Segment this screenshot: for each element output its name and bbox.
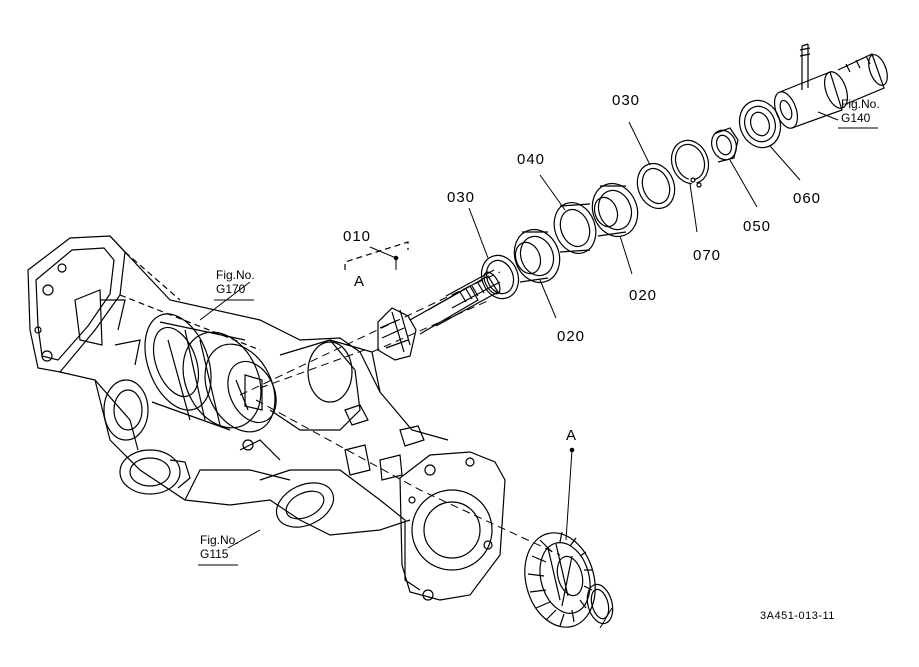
bearing-020-lower[interactable] [507,223,567,289]
ring-gear[interactable] [515,525,606,635]
shim-030-right[interactable] [631,158,681,214]
callout-040[interactable]: 040 [517,151,546,168]
callout-ref-a-lower: A [566,427,578,444]
snap-ring-070[interactable] [666,135,715,190]
callout-ref-a-upper: A [354,273,366,290]
callout-030-right[interactable]: 030 [612,92,641,109]
coupling-shaft[interactable] [770,43,891,131]
figure-ref-g115-title: Fig.No. [200,533,239,547]
shim-030-left[interactable] [476,250,525,304]
ring-gear-snap-ring[interactable] [583,582,617,627]
figure-ref-underlines [198,127,878,566]
callout-050[interactable]: 050 [743,218,772,235]
assembly-guide-lines [239,271,561,556]
axle-housing[interactable] [27,235,506,601]
figure-ref-g170[interactable]: Fig.No. G170 [216,268,255,296]
figure-ref-g115-number: G115 [200,547,229,561]
section-bracket-a [344,241,409,270]
figure-ref-g170-number: G170 [216,282,246,296]
callout-070[interactable]: 070 [693,247,722,264]
figure-ref-g140[interactable]: Fig.No. G140 [841,97,880,125]
leader-lines [199,111,839,629]
drawing-code: 3A451-013-11 [760,610,835,622]
figure-ref-g140-number: G140 [841,111,871,125]
callout-030-left[interactable]: 030 [447,189,476,206]
drive-pinion-shaft[interactable] [377,269,503,361]
bearing-020-upper[interactable] [585,177,645,243]
callout-020-upper[interactable]: 020 [629,287,658,304]
figure-ref-g140-title: Fig.No. [841,97,880,111]
figure-ref-g170-title: Fig.No. [216,268,255,282]
spacer-040[interactable] [547,197,602,260]
oil-seal-060[interactable] [733,95,787,154]
differential-assembly[interactable] [133,305,289,443]
callout-020-lower[interactable]: 020 [557,328,586,345]
figure-ref-g115[interactable]: Fig.No. G115 [200,533,239,561]
callout-060[interactable]: 060 [793,190,822,207]
callout-010[interactable]: 010 [343,228,372,245]
nut-050[interactable] [708,127,741,163]
